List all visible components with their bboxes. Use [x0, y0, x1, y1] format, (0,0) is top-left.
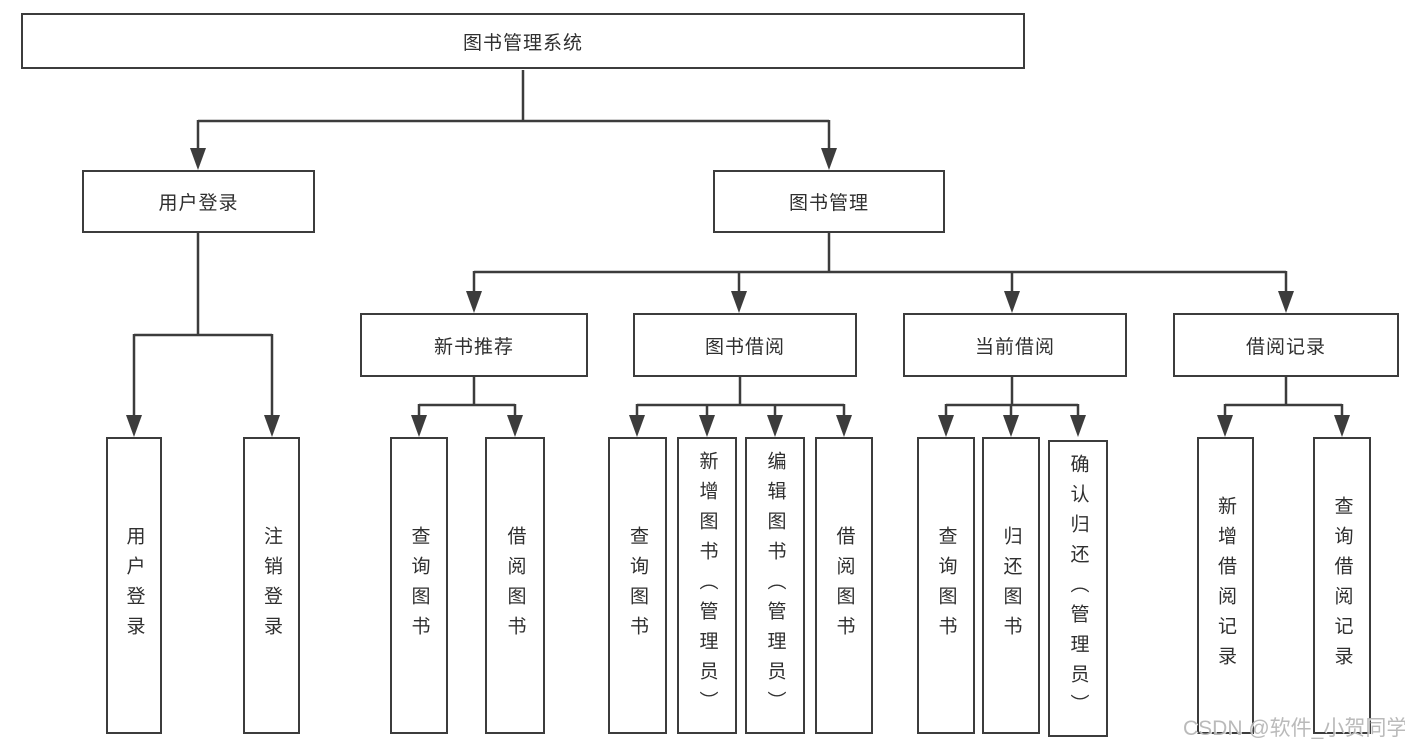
leaf-borrow-books: 借阅图书: [815, 437, 873, 734]
leaf-query-books-current: 查询图书: [917, 437, 975, 734]
leaf-borrow-books-recommendation: 借阅图书: [485, 437, 545, 734]
leaf-query-borrow-record: 查询借阅记录: [1313, 437, 1371, 734]
node-current-borrowing: 当前借阅: [903, 313, 1127, 377]
leaf-add-books-admin: 新增图书（管理员）: [677, 437, 737, 734]
node-book-management: 图书管理: [713, 170, 945, 233]
leaf-query-books-recommendation: 查询图书: [390, 437, 448, 734]
leaf-query-books-borrowing: 查询图书: [608, 437, 667, 734]
leaf-logout: 注销登录: [243, 437, 300, 734]
leaf-return-books: 归还图书: [982, 437, 1040, 734]
watermark-text: CSDN @软件_小贺同学: [1183, 717, 1405, 740]
node-borrowing-records: 借阅记录: [1173, 313, 1399, 377]
leaf-confirm-return-admin: 确认归还（管理员）: [1048, 440, 1108, 737]
leaf-add-borrow-record: 新增借阅记录: [1197, 437, 1254, 734]
leaf-edit-books-admin: 编辑图书（管理员）: [745, 437, 805, 734]
leaf-user-login: 用户登录: [106, 437, 162, 734]
node-new-book-recommendation: 新书推荐: [360, 313, 588, 377]
node-book-borrowing: 图书借阅: [633, 313, 857, 377]
node-library-management-system: 图书管理系统: [21, 13, 1025, 69]
node-user-login: 用户登录: [82, 170, 315, 233]
